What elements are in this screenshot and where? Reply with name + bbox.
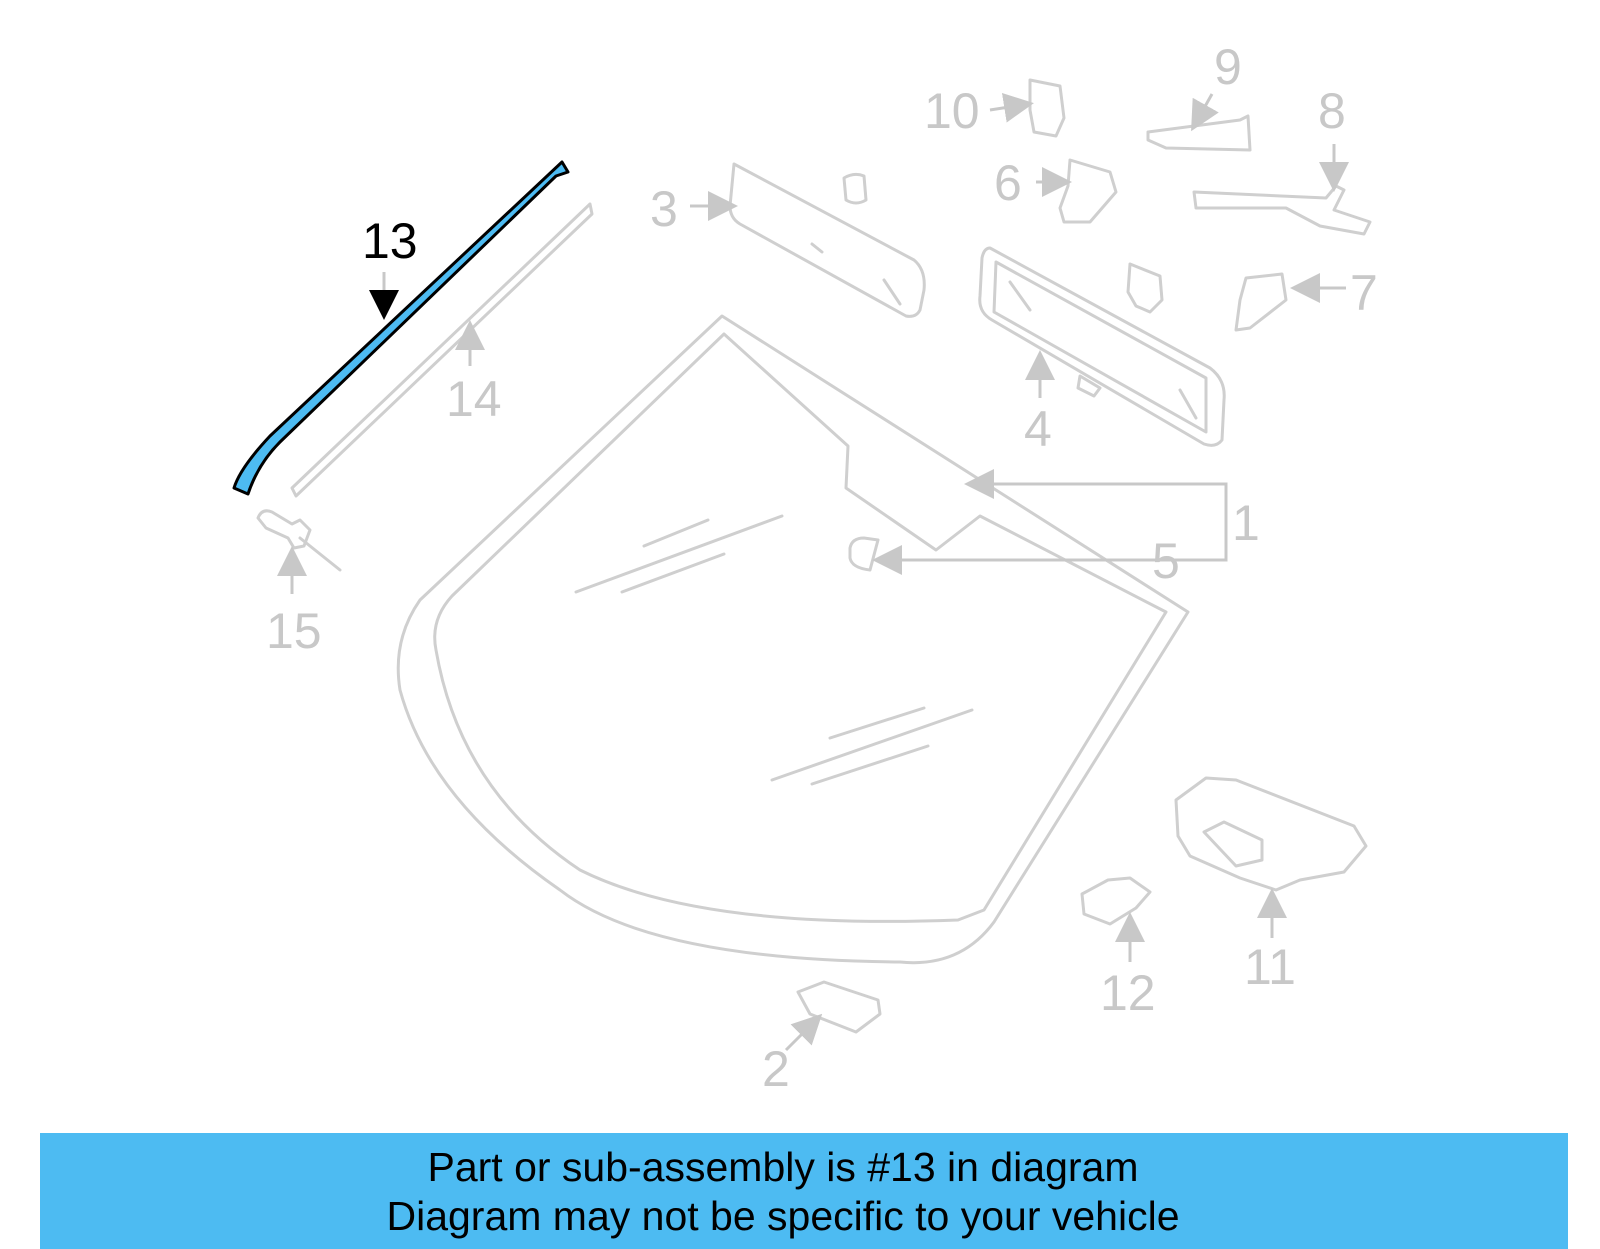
- callout-1: 1: [1232, 495, 1260, 551]
- callout-10: 10: [924, 83, 980, 139]
- callout-12: 12: [1100, 965, 1156, 1021]
- mirror-part-3: [728, 162, 926, 318]
- cover-part-7: [1234, 272, 1288, 332]
- callout-9: 9: [1214, 39, 1242, 95]
- bracket-part-9: [1146, 114, 1252, 152]
- callout-7: 7: [1350, 265, 1378, 321]
- info-banner: Part or sub-assembly is #13 in diagram D…: [40, 1133, 1568, 1249]
- callout-2: 2: [762, 1041, 790, 1097]
- callout-8: 8: [1318, 83, 1346, 139]
- clip-part-10: [1028, 78, 1066, 138]
- cover-part-6: [1058, 158, 1118, 224]
- seal-part-14: [290, 202, 594, 498]
- mirror-part-4: [978, 246, 1226, 447]
- leader-lines: [277, 92, 1349, 1052]
- windshield-part: [396, 314, 1190, 965]
- callout-11: 11: [1244, 939, 1296, 995]
- module-part-11: [1174, 776, 1368, 892]
- moulding-part-13[interactable]: [232, 160, 570, 496]
- clip-part-15: [256, 509, 342, 572]
- callout-3: 3: [650, 181, 678, 237]
- callout-4: 4: [1024, 401, 1052, 457]
- banner-line-2: Diagram may not be specific to your vehi…: [386, 1193, 1180, 1239]
- bracket-part-8: [1192, 184, 1372, 236]
- callout-13: 13: [362, 213, 418, 269]
- callout-6: 6: [994, 155, 1022, 211]
- parts-diagram: 13 14 15 3 4 1 5 6 7 8 9 10 11 12 2: [232, 39, 1378, 1097]
- sensor-part-5: [848, 536, 880, 572]
- callout-14: 14: [446, 371, 502, 427]
- callout-5: 5: [1152, 533, 1180, 589]
- clip-part-12: [1080, 876, 1152, 926]
- callout-15: 15: [266, 603, 322, 659]
- banner-line-1: Part or sub-assembly is #13 in diagram: [427, 1144, 1139, 1190]
